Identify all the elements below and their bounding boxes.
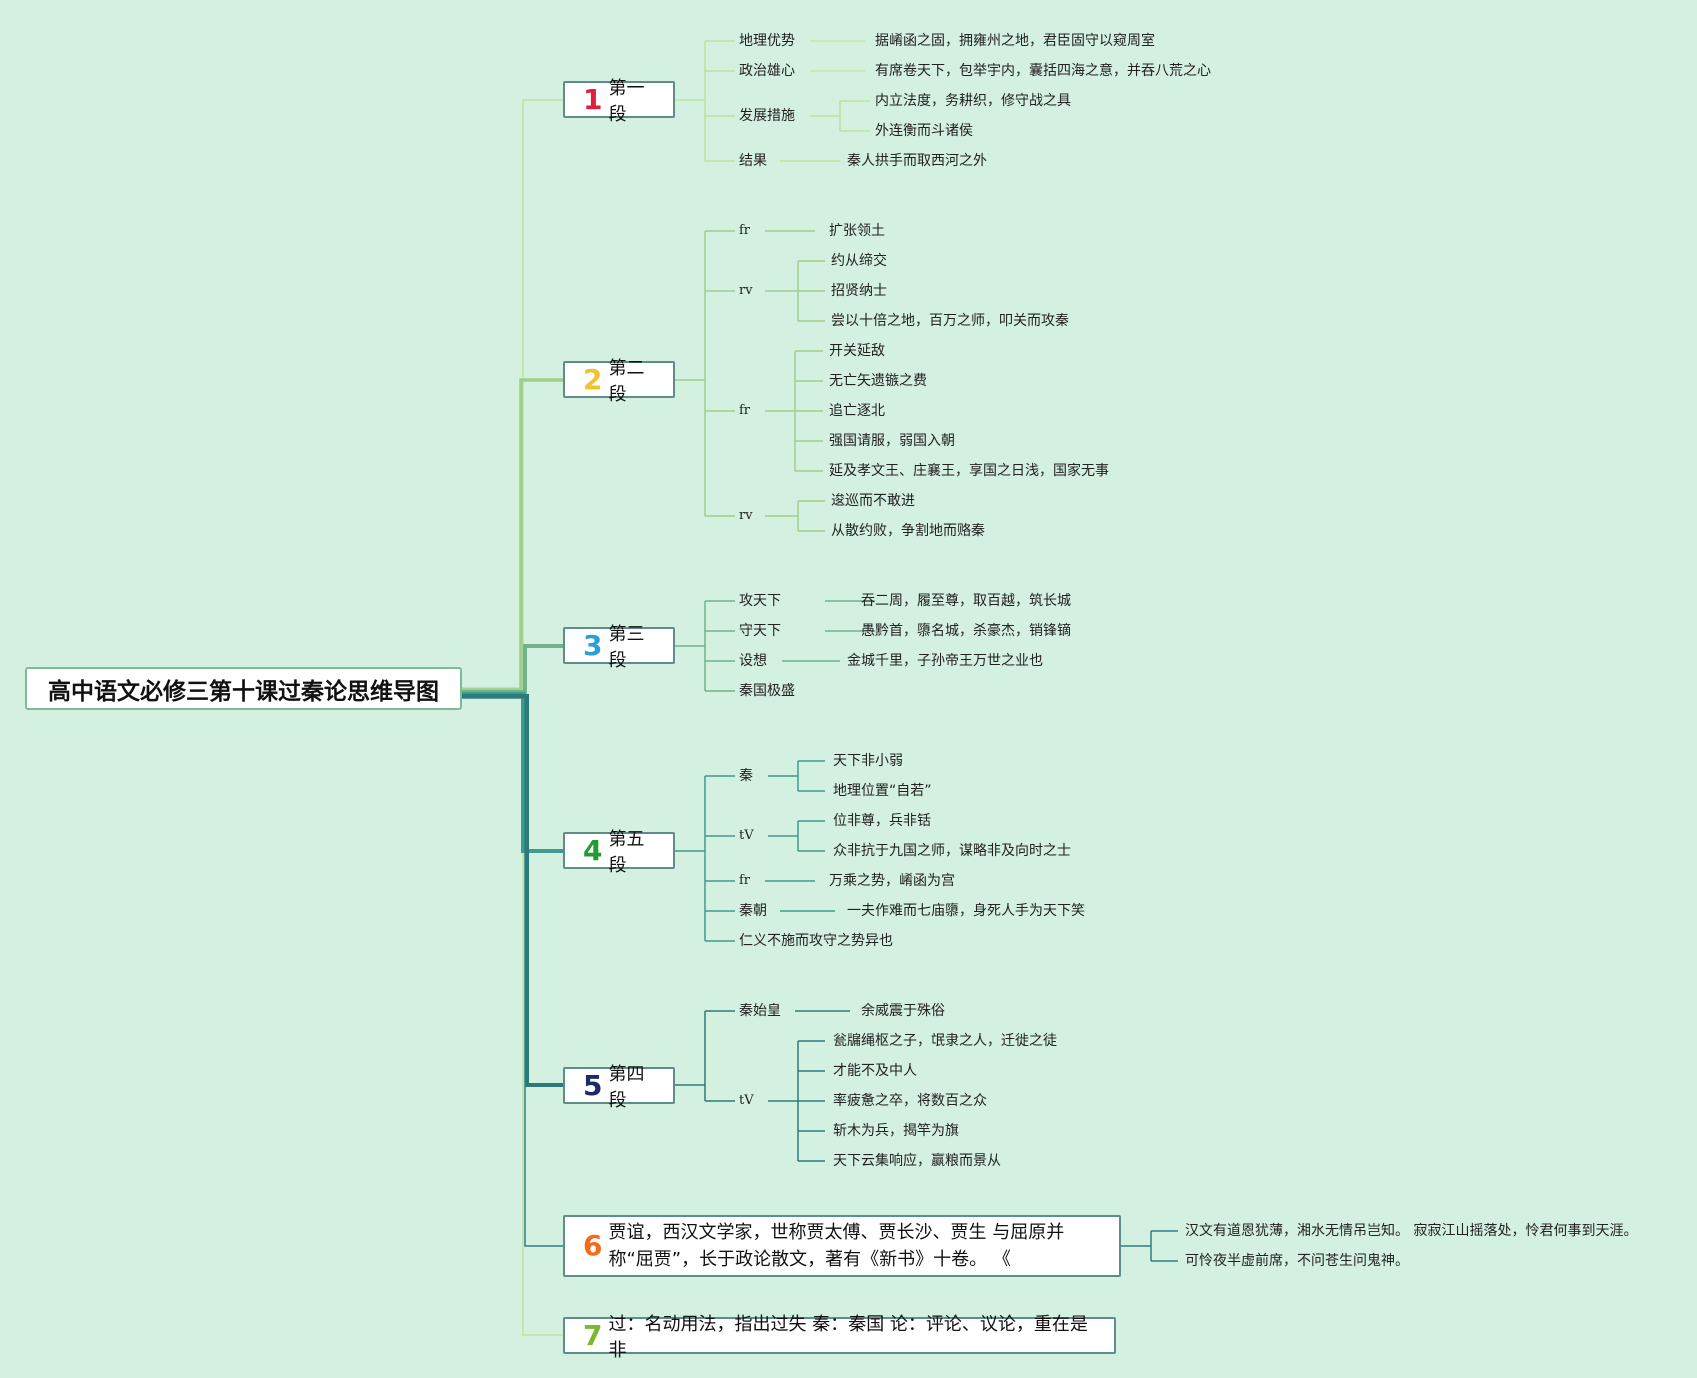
b2-value-3e: 延及孝文王、庄襄王，享国之日浅，国家无事	[829, 463, 1109, 479]
branch-4-label: 第五段	[608, 828, 645, 876]
b5-key-2: tV	[739, 1093, 754, 1108]
branch-2-number: 2	[583, 362, 603, 396]
b2-key-3: fr	[739, 403, 751, 418]
b4-value-1b: 地理位置“自若”	[833, 783, 932, 799]
connector	[462, 697, 563, 1247]
b2-value-4b: 从散约败，争割地而赂秦	[831, 523, 985, 539]
connector	[462, 694, 563, 1087]
b5-value-2b: 才能不及中人	[833, 1063, 917, 1079]
b4-key-1: 秦	[739, 768, 753, 784]
branch-7-node: 7 过：名动用法，指出过失 秦：秦国 论：评论、议论，重在是非	[563, 1314, 1116, 1361]
b3-value-3: 金城千里，子孙帝王万世之业也	[847, 653, 1043, 669]
branch-6-number: 6	[583, 1229, 603, 1262]
branch-5-node: 5 第四段	[563, 1064, 675, 1111]
branch-1-number: 1	[583, 82, 603, 116]
b4-key-5: 仁义不施而攻守之势异也	[739, 933, 893, 949]
b1-value-3b: 外连衡而斗诸侯	[875, 123, 973, 139]
connector	[462, 378, 563, 692]
b5-key-1: 秦始皇	[739, 1003, 781, 1019]
b2-value-3d: 强国请服，弱国入朝	[829, 433, 955, 449]
branch-6-label: 贾谊，西汉文学家，世称贾太傅、贾长沙、贾生 与屈原并称“屈贾”，长于政论散文，著…	[608, 1222, 1065, 1270]
b4-value-2a: 位非尊，兵非铦	[833, 813, 931, 829]
b5-value-2e: 天下云集响应，赢粮而景从	[833, 1153, 1001, 1169]
b3-value-1: 吞二周，履至尊，取百越，筑长城	[861, 593, 1071, 609]
b1-value-1: 据崤函之固，拥雍州之地，君臣固守以窥周室	[875, 33, 1155, 49]
b2-key-2: rv	[739, 283, 753, 298]
branch-2-node: 2 第二段	[563, 358, 675, 405]
branch-3-node: 3 第三段	[563, 624, 675, 671]
b1-value-3a: 内立法度，务耕织，修守战之具	[875, 93, 1071, 109]
b3-key-3: 设想	[739, 653, 767, 669]
b2-value-4a: 逡巡而不敢进	[831, 493, 915, 509]
b4-value-3: 万乘之势，崤函为宫	[829, 873, 955, 889]
b3-key-1: 攻天下	[739, 593, 781, 609]
root-title: 高中语文必修三第十课过秦论思维导图	[25, 667, 462, 710]
b2-key-1: fr	[739, 223, 751, 238]
branch-3-number: 3	[583, 628, 603, 662]
b2-value-2a: 约从缔交	[831, 253, 887, 269]
b2-value-2c: 尝以十倍之地，百万之师，叩关而攻秦	[831, 313, 1069, 329]
b2-value-3a: 开关延敌	[829, 343, 885, 359]
branch-6-node: 6 贾谊，西汉文学家，世称贾太傅、贾长沙、贾生 与屈原并称“屈贾”，长于政论散文…	[563, 1215, 1121, 1277]
b4-value-1a: 天下非小弱	[833, 753, 903, 769]
branch-4-node: 4 第五段	[563, 829, 675, 876]
b2-value-1: 扩张领土	[829, 223, 885, 239]
connector	[462, 99, 563, 689]
b6-value-2: 可怜夜半虚前席，不问苍生问鬼神。	[1185, 1253, 1409, 1269]
b3-value-2: 愚黔首，隳名城，杀豪杰，销锋镝	[861, 623, 1071, 639]
b4-value-2b: 众非抗于九国之师，谋略非及向时之士	[833, 843, 1071, 859]
branch-3-label: 第三段	[608, 623, 645, 671]
b5-value-1: 余威震于殊俗	[861, 1003, 945, 1019]
connector	[462, 687, 563, 1336]
branch-5-label: 第四段	[608, 1063, 645, 1111]
b4-value-4: 一夫作难而七庙隳，身死人手为天下笑	[847, 903, 1085, 919]
branch-4-number: 4	[583, 833, 603, 867]
b5-value-2c: 率疲惫之卒，将数百之众	[833, 1093, 987, 1109]
branch-5-number: 5	[583, 1068, 603, 1102]
branch-7-number: 7	[583, 1318, 603, 1352]
b2-key-4: rv	[739, 508, 753, 523]
b4-key-4: 秦朝	[739, 903, 767, 919]
branch-1-node: 1 第一段	[563, 78, 675, 125]
connector	[462, 644, 563, 694]
b1-value-2: 有席卷天下，包举宇内，囊括四海之意，并吞八荒之心	[875, 63, 1211, 79]
b5-value-2d: 斩木为兵，揭竿为旗	[833, 1123, 959, 1139]
b2-value-3b: 无亡矢遗镞之费	[829, 373, 927, 389]
b1-key-3: 发展措施	[739, 108, 795, 124]
b1-key-2: 政治雄心	[739, 63, 795, 79]
branch-1-label: 第一段	[608, 77, 645, 125]
b3-key-2: 守天下	[739, 623, 781, 639]
b2-value-2b: 招贤纳士	[831, 283, 887, 299]
connector	[462, 692, 563, 853]
b2-value-3c: 追亡逐北	[829, 403, 885, 419]
b5-value-2a: 瓮牖绳枢之子，氓隶之人，迁徙之徒	[833, 1033, 1057, 1049]
b3-key-4: 秦国极盛	[739, 683, 795, 699]
b6-value-1: 汉文有道恩犹薄，湘水无情吊岂知。 寂寂江山摇落处，怜君何事到天涯。	[1185, 1223, 1638, 1239]
b1-value-4: 秦人拱手而取西河之外	[847, 153, 987, 169]
b1-key-1: 地理优势	[739, 33, 795, 49]
branch-7-label: 过：名动用法，指出过失 秦：秦国 论：评论、议论，重在是非	[608, 1313, 1088, 1361]
b1-key-4: 结果	[739, 153, 767, 169]
branch-2-label: 第二段	[608, 357, 645, 405]
b4-key-2: tV	[739, 828, 754, 843]
b4-key-3: fr	[739, 873, 751, 888]
